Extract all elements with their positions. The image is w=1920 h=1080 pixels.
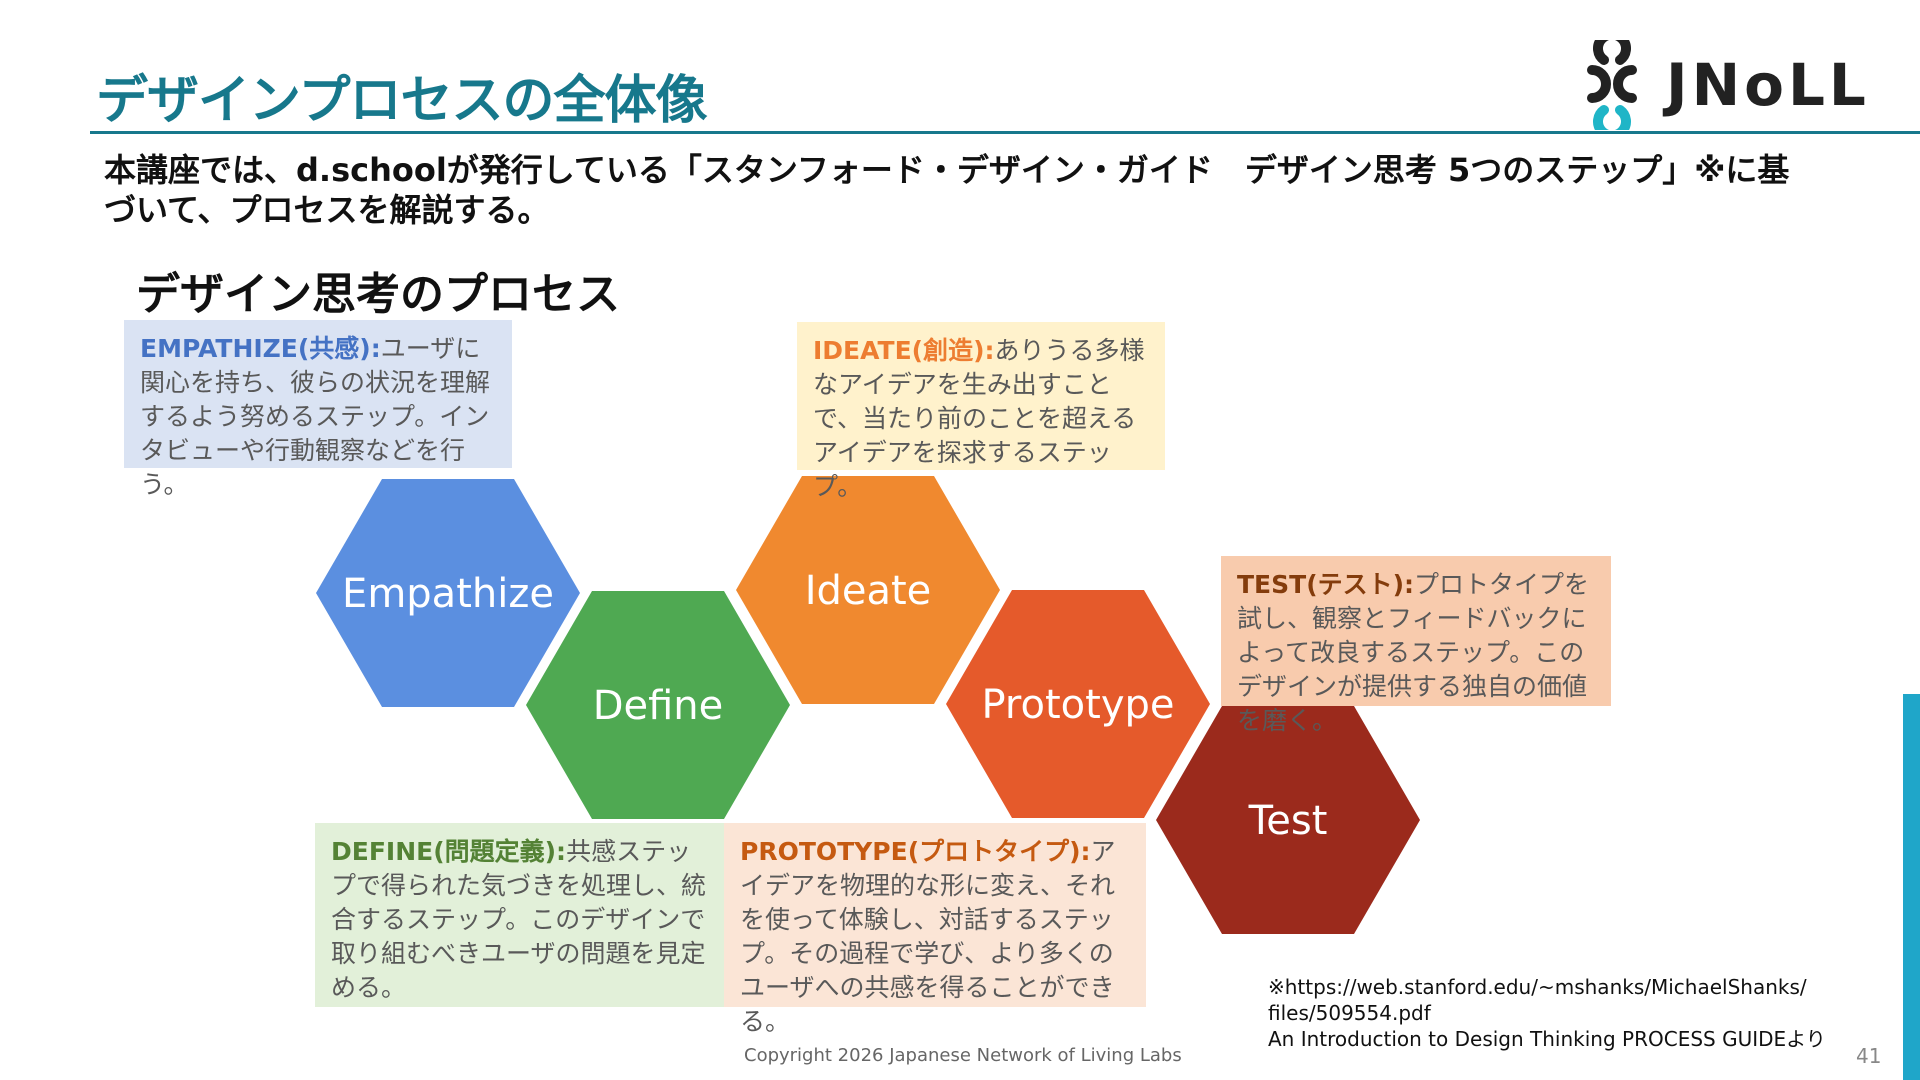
hexagon-prototype: Prototype (946, 590, 1210, 818)
hexagon-define-label: Define (593, 683, 724, 729)
test-description-head: TEST(テスト): (1237, 570, 1415, 599)
hexagon-test: Test (1156, 706, 1420, 934)
slide-title: デザインプロセスの全体像 (96, 71, 707, 131)
hexagon-define: Define (526, 591, 790, 819)
section-heading: デザイン思考のプロセス (136, 269, 620, 320)
jnoll-logo: JNoLL (1562, 40, 1912, 130)
hexagon-test-label: Test (1248, 798, 1328, 844)
intro-text: 本講座では、d.schoolが発行している「スタンフォード・デザイン・ガイド デ… (104, 151, 1790, 229)
hexagon-ideate-shape (736, 476, 1000, 704)
page-number: 41 (1856, 1044, 1882, 1068)
empathize-description: EMPATHIZE(共感):ユーザに関心を持ち、彼らの状況を理解するよう努めるス… (124, 320, 512, 499)
define-description-head: DEFINE(問題定義): (331, 837, 567, 866)
prototype-description: PROTOTYPE(プロトタイプ):アイデアを物理的な形に変え、それを使って体験… (724, 823, 1146, 1036)
logo-text: JNoLL (1666, 51, 1870, 119)
copyright-text: Copyright 2026 Japanese Network of Livin… (744, 1045, 1182, 1066)
hexagon-empathize: Empathize (316, 479, 580, 707)
test-description-body: プロトタイプを試し、観察とフィードバックによって改良するステップ。このデザインが… (1237, 570, 1590, 735)
hexagon-test-shape (1156, 706, 1420, 934)
side-accent-bar (1903, 694, 1920, 1080)
source-url-line-2: files/509554.pdf (1268, 1001, 1431, 1025)
source-url-line-1: ※https://web.stanford.edu/~mshanks/Micha… (1268, 975, 1807, 999)
test-description: TEST(テスト):プロトタイプを試し、観察とフィードバックによって改良するステ… (1221, 556, 1611, 735)
prototype-description-head: PROTOTYPE(プロトタイプ): (740, 837, 1091, 866)
source-citation: ※https://web.stanford.edu/~mshanks/Micha… (1268, 974, 1868, 1052)
source-title-line: An Introduction to Design Thinking PROCE… (1268, 1027, 1826, 1051)
hexagon-prototype-label: Prototype (982, 682, 1175, 728)
title-underline (90, 131, 1920, 134)
define-description-body: 共感ステップで得られた気づきを処理し、統合するステップ。このデザインで取り組むべ… (331, 837, 707, 1002)
define-description: DEFINE(問題定義):共感ステップで得られた気づきを処理し、統合するステップ… (315, 823, 725, 1007)
hexagon-define-shape (526, 591, 790, 819)
hexagon-ideate-label: Ideate (805, 568, 932, 614)
hexagon-ideate: Ideate (736, 476, 1000, 704)
ideate-description-head: IDEATE(創造): (813, 336, 995, 365)
logo-mark-icon (1587, 40, 1637, 130)
prototype-description-body: アイデアを物理的な形に変え、それを使って体験し、対話するステップ。その過程で学び… (740, 837, 1116, 1036)
empathize-description-head: EMPATHIZE(共感): (140, 334, 381, 363)
ideate-description: IDEATE(創造):ありうる多様なアイデアを生み出すことで、当たり前のことを超… (797, 322, 1165, 501)
empathize-description-body: ユーザに関心を持ち、彼らの状況を理解するよう努めるステップ。インタビューや行動観… (140, 334, 491, 499)
hexagon-prototype-shape (946, 590, 1210, 818)
hexagon-empathize-shape (316, 479, 580, 707)
ideate-description-body: ありうる多様なアイデアを生み出すことで、当たり前のことを超えるアイデアを探求する… (813, 336, 1145, 501)
hexagon-empathize-label: Empathize (342, 571, 554, 617)
